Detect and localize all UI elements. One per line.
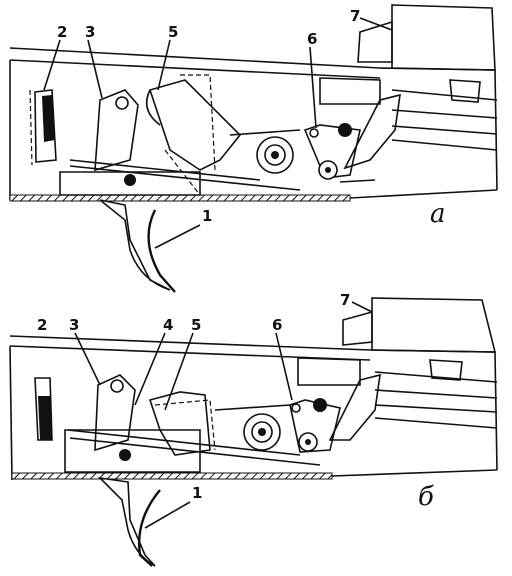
safety-lever-b — [34, 377, 53, 441]
label-a-3: 3 — [85, 23, 95, 41]
leader-a-6 — [309, 46, 317, 129]
leader-b-4 — [134, 332, 166, 406]
label-b-5: 5 — [191, 316, 201, 334]
label-a-1: 1 — [202, 207, 212, 225]
spring-roller-b — [243, 413, 281, 451]
auto-sear-a — [303, 93, 401, 183]
panel-b: 2 3 4 5 6 7 1 б — [9, 291, 498, 567]
label-a-6: 6 — [307, 30, 317, 48]
label-b-4: 4 — [163, 316, 173, 334]
subtitle-a: а — [430, 199, 446, 229]
leader-a-1 — [154, 224, 201, 249]
label-b-3: 3 — [69, 316, 79, 334]
leader-a-5 — [157, 39, 171, 91]
auto-sear-b — [289, 373, 381, 453]
label-a-2: 2 — [57, 23, 67, 41]
leader-b-1 — [144, 501, 191, 529]
spring-roller-a — [256, 136, 294, 174]
label-a-7: 7 — [350, 7, 360, 25]
label-b-6: 6 — [272, 316, 282, 334]
receiver-a — [9, 47, 498, 202]
trigger-a — [59, 159, 301, 293]
leader-b-7 — [351, 301, 373, 313]
leader-b-3 — [74, 332, 101, 386]
trigger-b — [64, 429, 321, 567]
leader-a-3 — [87, 39, 103, 99]
label-a-5: 5 — [168, 23, 178, 41]
safety-lever-a — [29, 89, 57, 166]
leader-b-6 — [275, 332, 293, 401]
label-b-2: 2 — [37, 316, 47, 334]
panel-a: 2 3 5 6 7 1 а — [9, 4, 498, 293]
label-b-7: 7 — [340, 291, 350, 309]
leader-a-7 — [359, 17, 393, 31]
subtitle-b: б — [418, 482, 434, 512]
bolt-carrier-b — [297, 297, 498, 429]
leader-b-5 — [164, 332, 194, 411]
label-b-1: 1 — [192, 484, 202, 502]
leader-a-2 — [43, 39, 61, 91]
